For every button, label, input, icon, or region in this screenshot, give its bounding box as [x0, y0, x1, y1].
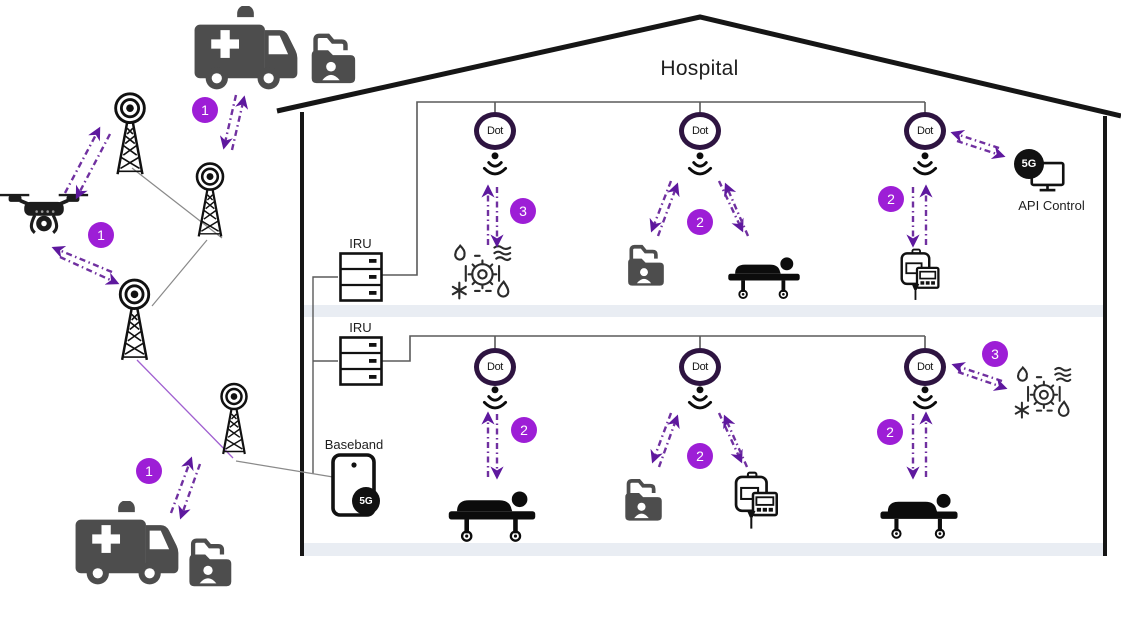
tower-backhaul-lines — [131, 167, 334, 478]
link-dot3-pump — [906, 184, 933, 248]
dot-radio-3: Dot — [904, 112, 946, 150]
link-dot3-api-control — [950, 129, 1006, 160]
broadcast-icon — [687, 151, 713, 176]
baseband-label: Baseband — [324, 437, 384, 452]
ambulance-icon — [75, 501, 179, 585]
dot-radio-4: Dot — [474, 348, 516, 386]
broadcast-icon — [687, 385, 713, 410]
patient-folder-icon — [312, 36, 355, 83]
infusion-pump-icon — [900, 248, 940, 302]
patient-bed-icon — [879, 492, 959, 539]
cell-tower-icon — [195, 162, 225, 238]
baseband-5g-badge: 5G — [352, 487, 380, 515]
link-badge-ambulance-bottom: 1 — [136, 458, 162, 484]
hvac-icon — [1014, 366, 1072, 419]
link-badge-floor1-ward: 2 — [687, 209, 713, 235]
infusion-pump-icon — [734, 471, 779, 531]
link-drone-tower1 — [63, 126, 112, 200]
patient-folder-icon — [189, 541, 231, 587]
baseband-iru-bracket — [312, 276, 338, 474]
dot-radio-6: Dot — [904, 348, 946, 386]
floor1-bus-wiring — [381, 101, 926, 276]
cell-tower-icon — [220, 382, 248, 456]
link-dot1-hvac — [481, 184, 504, 248]
broadcast-icon — [482, 151, 508, 176]
iru-label-floor2: IRU — [349, 320, 372, 335]
dot-radio-1: Dot — [474, 112, 516, 150]
roof-line — [276, 14, 1121, 119]
ambulance-icon — [194, 6, 298, 90]
hospital-building-outline — [276, 14, 1121, 556]
hvac-icon — [451, 244, 512, 300]
link-ambulance-bottom-tower4 — [169, 456, 202, 520]
link-badge-floor2-hvac: 3 — [982, 341, 1008, 367]
floor-divider-band — [304, 305, 1103, 317]
patient-bed-icon — [447, 490, 537, 542]
api-control-label: API Control — [1018, 198, 1085, 213]
floor2-bus-wiring — [381, 335, 926, 362]
link-dot6-bed — [906, 411, 933, 480]
broadcast-icon — [912, 151, 938, 176]
broadcast-icon — [912, 385, 938, 410]
patient-folder-icon — [626, 244, 666, 288]
iru-rack-icon — [339, 336, 383, 386]
link-badge-floor2-bed-right: 2 — [877, 419, 903, 445]
link-ambulance-top-tower2 — [219, 94, 249, 151]
iru-rack-icon — [339, 252, 383, 302]
api-5g-badge: 5G — [1014, 149, 1044, 179]
link-badge-floor1-pump: 2 — [878, 186, 904, 212]
link-badge-floor2-ward: 2 — [687, 443, 713, 469]
patient-bed-icon — [727, 256, 801, 300]
link-badge-floor2-bed-left: 2 — [511, 417, 537, 443]
link-dot4-bed — [481, 411, 504, 480]
dot-radio-5: Dot — [679, 348, 721, 386]
link-dot6-hvac — [951, 362, 1008, 391]
link-badge-ambulance-top: 1 — [192, 97, 218, 123]
cell-tower-icon — [114, 92, 146, 176]
link-badge-floor1-hvac: 3 — [510, 198, 536, 224]
broadcast-icon — [482, 385, 508, 410]
link-dot2-folder — [649, 180, 680, 237]
cell-tower-icon — [118, 278, 151, 362]
link-dot5-folder — [650, 412, 680, 468]
hospital-title: Hospital — [660, 57, 739, 80]
drone-icon — [0, 193, 90, 235]
patient-folder-icon — [623, 478, 664, 523]
dot-radio-2: Dot — [679, 112, 721, 150]
link-dot2-bed — [717, 180, 750, 237]
link-badge-drone: 1 — [88, 222, 114, 248]
ground-floor-band — [304, 543, 1103, 556]
iru-label-floor1: IRU — [349, 236, 372, 251]
link-drone-tower3 — [51, 245, 120, 285]
link-dot5-pump — [717, 412, 749, 468]
